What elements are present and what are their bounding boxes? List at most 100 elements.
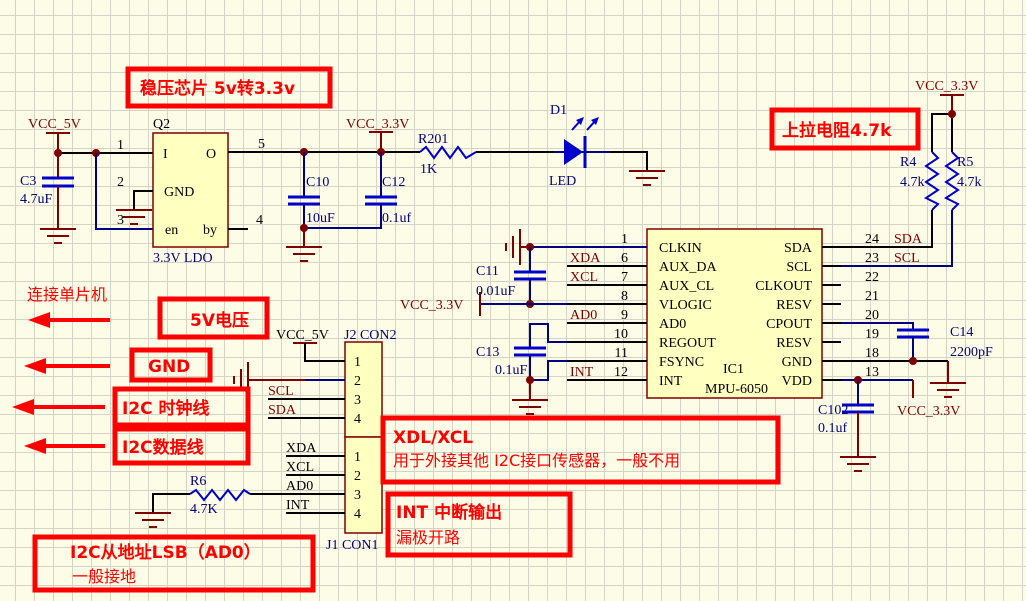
d1-ref: D1 bbox=[550, 103, 567, 118]
pin-number: 1 bbox=[621, 232, 628, 247]
r4-ref: R4 bbox=[900, 155, 916, 170]
j2-connector bbox=[344, 341, 383, 438]
pin-number: 1 bbox=[354, 355, 361, 370]
i2c-data-annotation-box bbox=[112, 426, 251, 466]
ad0-annotation-title: I2C从地址LSB（AD0） bbox=[70, 542, 261, 563]
pin-name: AD0 bbox=[659, 317, 686, 332]
xdl-annotation-title: XDL/XCL bbox=[393, 428, 473, 448]
int-annotation-title: INT 中断输出 bbox=[396, 502, 502, 523]
pullup-annotation: 上拉电阻4.7k bbox=[782, 120, 892, 141]
ic1-body bbox=[646, 228, 823, 399]
ldo-chip bbox=[152, 132, 229, 248]
vcc5-label: VCC_5V bbox=[276, 328, 329, 343]
pin-number: 7 bbox=[621, 270, 628, 285]
pin-name: VDD bbox=[782, 374, 812, 389]
pin-name: CPOUT bbox=[766, 317, 812, 332]
pin-number: 2 bbox=[117, 175, 124, 190]
connectors: VCC_5V J2 CON2 SCL SDA 1 2 3 4 XDA XCL A… bbox=[134, 328, 397, 553]
pin-number: 9 bbox=[621, 308, 628, 323]
ground-icon bbox=[39, 228, 77, 244]
ic1-mpu6050: 1CLKIN6AUX_DAXDA7AUX_CLXCL8VLOGIC9AD0AD0… bbox=[400, 228, 993, 472]
pin-name: REGOUT bbox=[659, 336, 716, 351]
ad0-annotation-desc: 一般接地 bbox=[72, 567, 136, 586]
pin-name: AUX_DA bbox=[659, 260, 717, 275]
pin-number: 13 bbox=[865, 365, 879, 380]
pin-name: RESV bbox=[776, 298, 812, 313]
arrow-left-icon bbox=[24, 358, 46, 374]
pin-number: 4 bbox=[354, 507, 361, 522]
r6-resistor bbox=[189, 488, 251, 502]
led-icon bbox=[553, 117, 610, 168]
vcc33-label: VCC_3.3V bbox=[897, 404, 960, 419]
j1-connector bbox=[344, 436, 383, 534]
pin-name: CLKOUT bbox=[755, 279, 812, 294]
c3-value: 4.7uF bbox=[20, 192, 53, 207]
ground-icon bbox=[511, 399, 549, 415]
ground-icon bbox=[505, 228, 521, 266]
pin-label: O bbox=[206, 147, 216, 162]
r201-ref: R201 bbox=[418, 132, 448, 147]
pin-number: 8 bbox=[621, 289, 628, 304]
ic1-name: MPU-6050 bbox=[705, 382, 768, 397]
j1-label: J1 CON1 bbox=[326, 538, 379, 553]
ad0-annotation-box bbox=[32, 534, 316, 593]
pullup-annotation-box bbox=[769, 107, 921, 151]
pin-number: 3 bbox=[354, 488, 361, 503]
arrow-left-icon bbox=[28, 312, 50, 328]
net-label: AD0 bbox=[286, 479, 313, 494]
i2c-data-annotation: I2C数据线 bbox=[122, 437, 204, 458]
int-annotation-desc: 漏极开路 bbox=[396, 528, 460, 547]
pin-number: 12 bbox=[614, 365, 628, 380]
pin-number: 2 bbox=[354, 469, 361, 484]
pin-name: RESV bbox=[776, 336, 812, 351]
pin-name: INT bbox=[659, 374, 683, 389]
pin-name: CLKIN bbox=[659, 241, 702, 256]
pin-name: SDA bbox=[784, 241, 813, 256]
gnd-annotation-box bbox=[129, 347, 213, 383]
gnd-annotation: GND bbox=[148, 357, 190, 377]
net-label: XCL bbox=[570, 270, 598, 285]
c11-value: 0.01uF bbox=[476, 284, 516, 299]
r4-value: 4.7k bbox=[900, 175, 925, 190]
pin-number: 23 bbox=[865, 251, 879, 266]
ldo-annotation-box bbox=[125, 66, 333, 109]
xdl-annotation-box bbox=[380, 415, 781, 485]
ldo-name: 3.3V LDO bbox=[153, 251, 213, 266]
pin-number: 24 bbox=[865, 232, 879, 247]
c11-ref: C11 bbox=[476, 264, 499, 279]
r5-value: 4.7k bbox=[957, 175, 982, 190]
vcc33-label: VCC_3.3V bbox=[915, 79, 978, 94]
pin-number: 3 bbox=[117, 213, 124, 228]
arrow-left-icon bbox=[12, 399, 34, 415]
c13-ref: C13 bbox=[476, 345, 499, 360]
int-annotation-box bbox=[385, 491, 573, 558]
net-label: SCL bbox=[894, 251, 920, 266]
pin-name: SCL bbox=[786, 260, 812, 275]
c12-value: 0.1uf bbox=[382, 211, 412, 226]
c102-value: 0.1uf bbox=[818, 421, 848, 436]
pin-number: 10 bbox=[614, 327, 628, 342]
ground-icon bbox=[839, 456, 877, 472]
ic1-ref: IC1 bbox=[723, 362, 744, 377]
j2-label: J2 CON2 bbox=[344, 328, 397, 343]
annotations: 稳压芯片 5v转3.3v 上拉电阻4.7k 连接单片机 5V电压 GND I2C… bbox=[12, 66, 921, 593]
pin-number: 22 bbox=[865, 270, 879, 285]
net-label: SDA bbox=[268, 403, 297, 418]
r201-value: 1K bbox=[420, 162, 437, 177]
c14-value: 2200pF bbox=[950, 345, 993, 360]
v5-annotation: 5V电压 bbox=[190, 310, 249, 331]
c10-value: 10uF bbox=[306, 211, 335, 226]
c14-ref: C14 bbox=[950, 325, 973, 340]
c12-ref: C12 bbox=[382, 175, 405, 190]
r5-ref: R5 bbox=[957, 155, 973, 170]
c13-value: 0.1uF bbox=[495, 363, 528, 378]
net-label: XCL bbox=[286, 460, 314, 475]
pin-number: 4 bbox=[354, 412, 361, 427]
pin-label: by bbox=[203, 223, 217, 238]
pin-name: VLOGIC bbox=[659, 298, 712, 313]
mcu-connect-label: 连接单片机 bbox=[27, 285, 107, 304]
r201-resistor bbox=[419, 145, 477, 160]
ground-icon bbox=[134, 512, 172, 528]
